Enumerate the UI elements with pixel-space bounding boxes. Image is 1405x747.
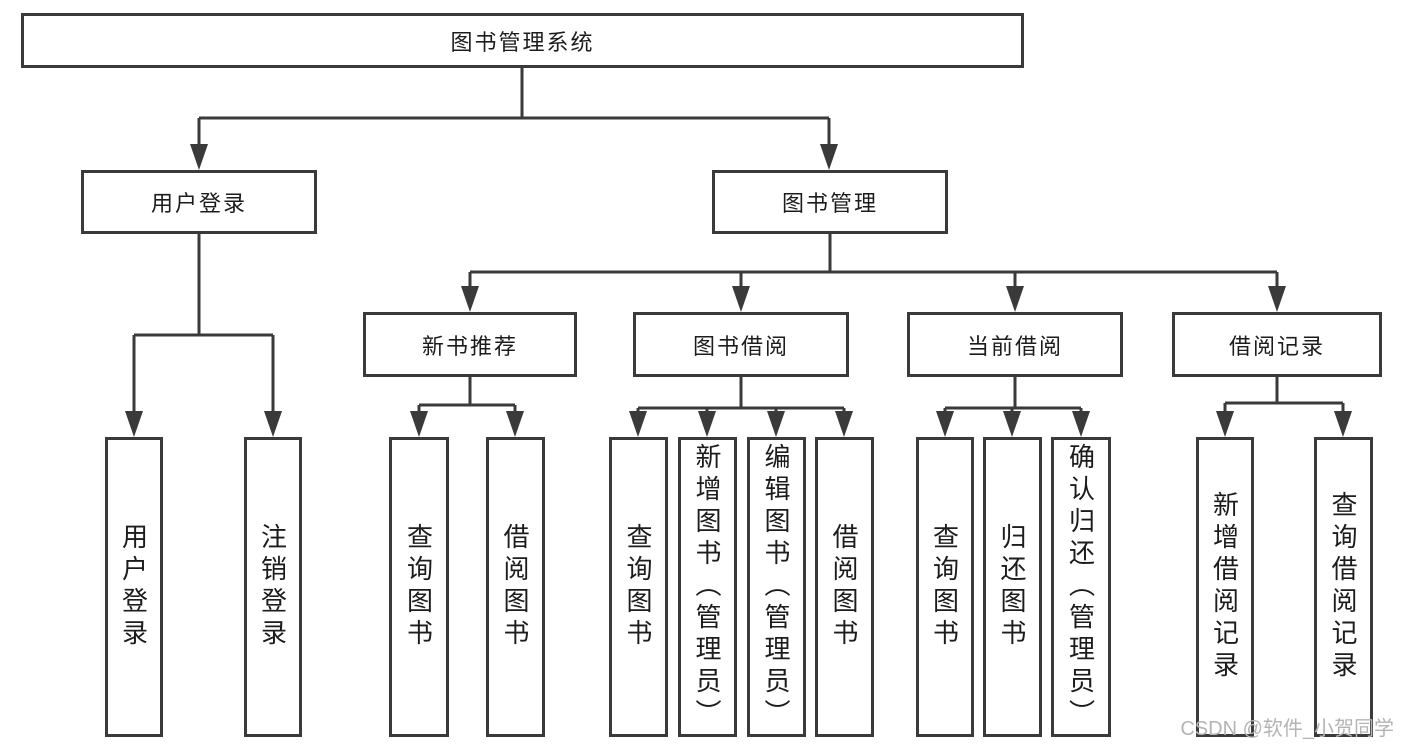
arrowhead-book-management — [820, 144, 838, 170]
leaf-user-login: 用户登录 — [105, 437, 163, 737]
leaf-query-books-borrow: 查询图书 — [609, 437, 668, 737]
connector-user-login-children — [132, 234, 275, 417]
leaf-return-book: 归还图书 — [983, 437, 1042, 737]
node-library-management-system: 图书管理系统 — [21, 13, 1024, 68]
node-book-borrow: 图书借阅 — [633, 312, 849, 377]
arrowhead-leaf-user-login — [125, 411, 143, 437]
leaf-borrow-books-recommend: 借阅图书 — [486, 437, 545, 737]
arrowhead-leaf-return-book — [1003, 411, 1021, 437]
leaf-logout: 注销登录 — [244, 437, 302, 737]
connector-borrow-records-children — [1223, 377, 1345, 417]
leaf-confirm-return-admin: 确认归还（管理员） — [1051, 437, 1111, 737]
connector-book-management-children — [468, 234, 1279, 292]
connector-root-to-level2 — [197, 68, 831, 150]
arrowhead-borrow-records — [1268, 286, 1286, 312]
arrowhead-user-login — [190, 144, 208, 170]
node-current-borrow: 当前借阅 — [907, 312, 1123, 377]
leaf-query-books-recommend: 查询图书 — [389, 437, 449, 737]
arrowhead-leaf-logout — [264, 411, 282, 437]
leaf-query-borrow-record: 查询借阅记录 — [1314, 437, 1373, 737]
arrowhead-new-book-recommend — [461, 286, 479, 312]
leaf-query-books-current: 查询图书 — [916, 437, 974, 737]
arrowhead-leaf-query-books-2 — [629, 411, 647, 437]
arrowhead-leaf-confirm-return — [1072, 411, 1090, 437]
leaf-borrow-books-borrow: 借阅图书 — [815, 437, 874, 737]
arrowhead-leaf-borrow-books-2 — [835, 411, 853, 437]
arrowhead-current-borrow — [1006, 286, 1024, 312]
arrowhead-leaf-query-borrow-record — [1334, 411, 1352, 437]
node-borrow-records: 借阅记录 — [1172, 312, 1382, 377]
arrowhead-leaf-add-book — [698, 411, 716, 437]
arrowhead-book-borrow — [732, 286, 750, 312]
node-user-login: 用户登录 — [81, 170, 317, 234]
node-book-management: 图书管理 — [712, 170, 948, 234]
arrowhead-leaf-query-books-1 — [410, 411, 428, 437]
leaf-add-borrow-record: 新增借阅记录 — [1196, 437, 1254, 737]
leaf-edit-book-admin: 编辑图书（管理员） — [747, 437, 806, 737]
connector-new-book-recommend-children — [417, 377, 517, 417]
arrowhead-leaf-borrow-books-1 — [506, 411, 524, 437]
leaf-add-book-admin: 新增图书（管理员） — [678, 437, 737, 737]
arrowhead-leaf-query-books-3 — [936, 411, 954, 437]
arrowhead-leaf-edit-book — [767, 411, 785, 437]
node-new-book-recommend: 新书推荐 — [363, 312, 577, 377]
arrowhead-leaf-add-borrow-record — [1216, 411, 1234, 437]
connector-book-borrow-children — [636, 377, 846, 417]
